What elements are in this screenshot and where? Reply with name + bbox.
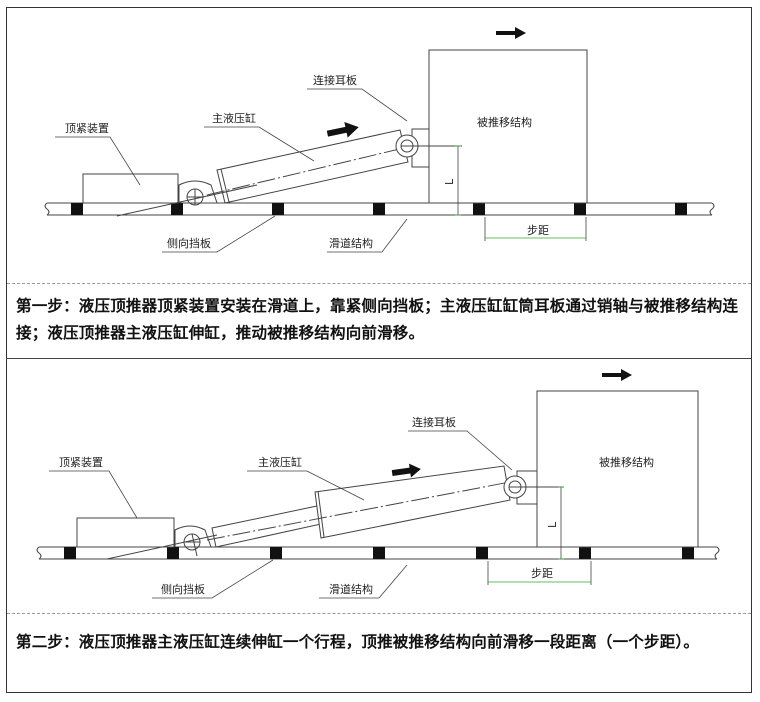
- label-step-distance: 步距: [527, 224, 549, 237]
- step-distance-dimension: [484, 217, 587, 241]
- baffle-block: [373, 547, 385, 559]
- baffle-block: [473, 203, 485, 215]
- baffle-block: [579, 547, 591, 559]
- label-dimension-l: L: [546, 521, 559, 528]
- label-main-cylinder: 主液压缸: [212, 111, 256, 125]
- baffle-block: [270, 547, 282, 559]
- leader-lines: [49, 430, 513, 599]
- baffle-block: [171, 203, 183, 215]
- arrow-right-icon: [326, 121, 359, 138]
- label-pushed-structure: 被推移结构: [477, 115, 532, 129]
- baffle-block: [71, 203, 83, 215]
- leader-lines: [55, 88, 408, 253]
- step-1-drawing: 被推移结构 L 步距 顶紧装置 主液压缸 连接耳板 侧向挡板 滑道结构: [44, 27, 715, 253]
- dotted-separator: [7, 613, 751, 614]
- connecting-lug: [503, 470, 564, 505]
- label-clamp-device: 顶紧装置: [59, 456, 103, 469]
- rear-mount: [174, 525, 212, 557]
- dimension-l: [558, 486, 564, 560]
- label-dimension-l: L: [443, 178, 456, 185]
- label-step-distance: 步距: [531, 567, 553, 580]
- label-slide-track: 滑道结构: [329, 236, 373, 250]
- clamp-device: [76, 517, 175, 548]
- baffle-block: [64, 547, 76, 559]
- main-cylinder: [106, 465, 516, 560]
- main-cylinder: [116, 129, 413, 217]
- arrow-right-icon: [602, 369, 632, 381]
- row-divider: [6, 358, 752, 359]
- label-connecting-lug: 连接耳板: [313, 73, 357, 87]
- label-side-baffle: 侧向挡板: [161, 582, 205, 596]
- diagram-frame: [6, 7, 752, 693]
- pushed-structure: [536, 390, 699, 548]
- side-baffle-blocks: [64, 547, 694, 559]
- step-distance-dimension: [487, 561, 592, 585]
- dimension-l: [455, 145, 461, 216]
- label-connecting-lug: 连接耳板: [412, 415, 456, 429]
- label-slide-track: 滑道结构: [329, 582, 373, 596]
- baffle-block: [675, 203, 687, 215]
- label-pushed-structure: 被推移结构: [599, 455, 654, 469]
- pushed-structure: [428, 49, 588, 204]
- dotted-separator: [7, 283, 751, 284]
- step-1-description: 第一步：液压顶推器顶紧装置安装在滑道上，靠紧侧向挡板；主液压缸缸筒耳板通过销轴与…: [16, 296, 739, 342]
- arrow-right-icon: [391, 463, 421, 478]
- baffle-block: [373, 203, 385, 215]
- baffle-block: [167, 547, 179, 559]
- baffle-block: [476, 547, 488, 559]
- clamp-device: [82, 173, 179, 204]
- step-2-description: 第二步：液压顶推器主液压缸连续伸缸一个行程，顶推被推移结构向前滑移一段距离（一个…: [16, 632, 700, 651]
- baffle-block: [272, 203, 284, 215]
- label-side-baffle: 侧向挡板: [167, 236, 211, 250]
- label-clamp-device: 顶紧装置: [65, 122, 109, 135]
- label-main-cylinder: 主液压缸: [258, 455, 302, 469]
- arrow-right-icon: [496, 27, 526, 39]
- baffle-block: [682, 547, 694, 559]
- baffle-block: [574, 203, 586, 215]
- side-baffle-blocks: [71, 203, 687, 215]
- step-2-drawing: 被推移结构 L 步距 顶紧装置 主液压缸 连接耳板 侧向挡板 滑道结构: [36, 369, 720, 599]
